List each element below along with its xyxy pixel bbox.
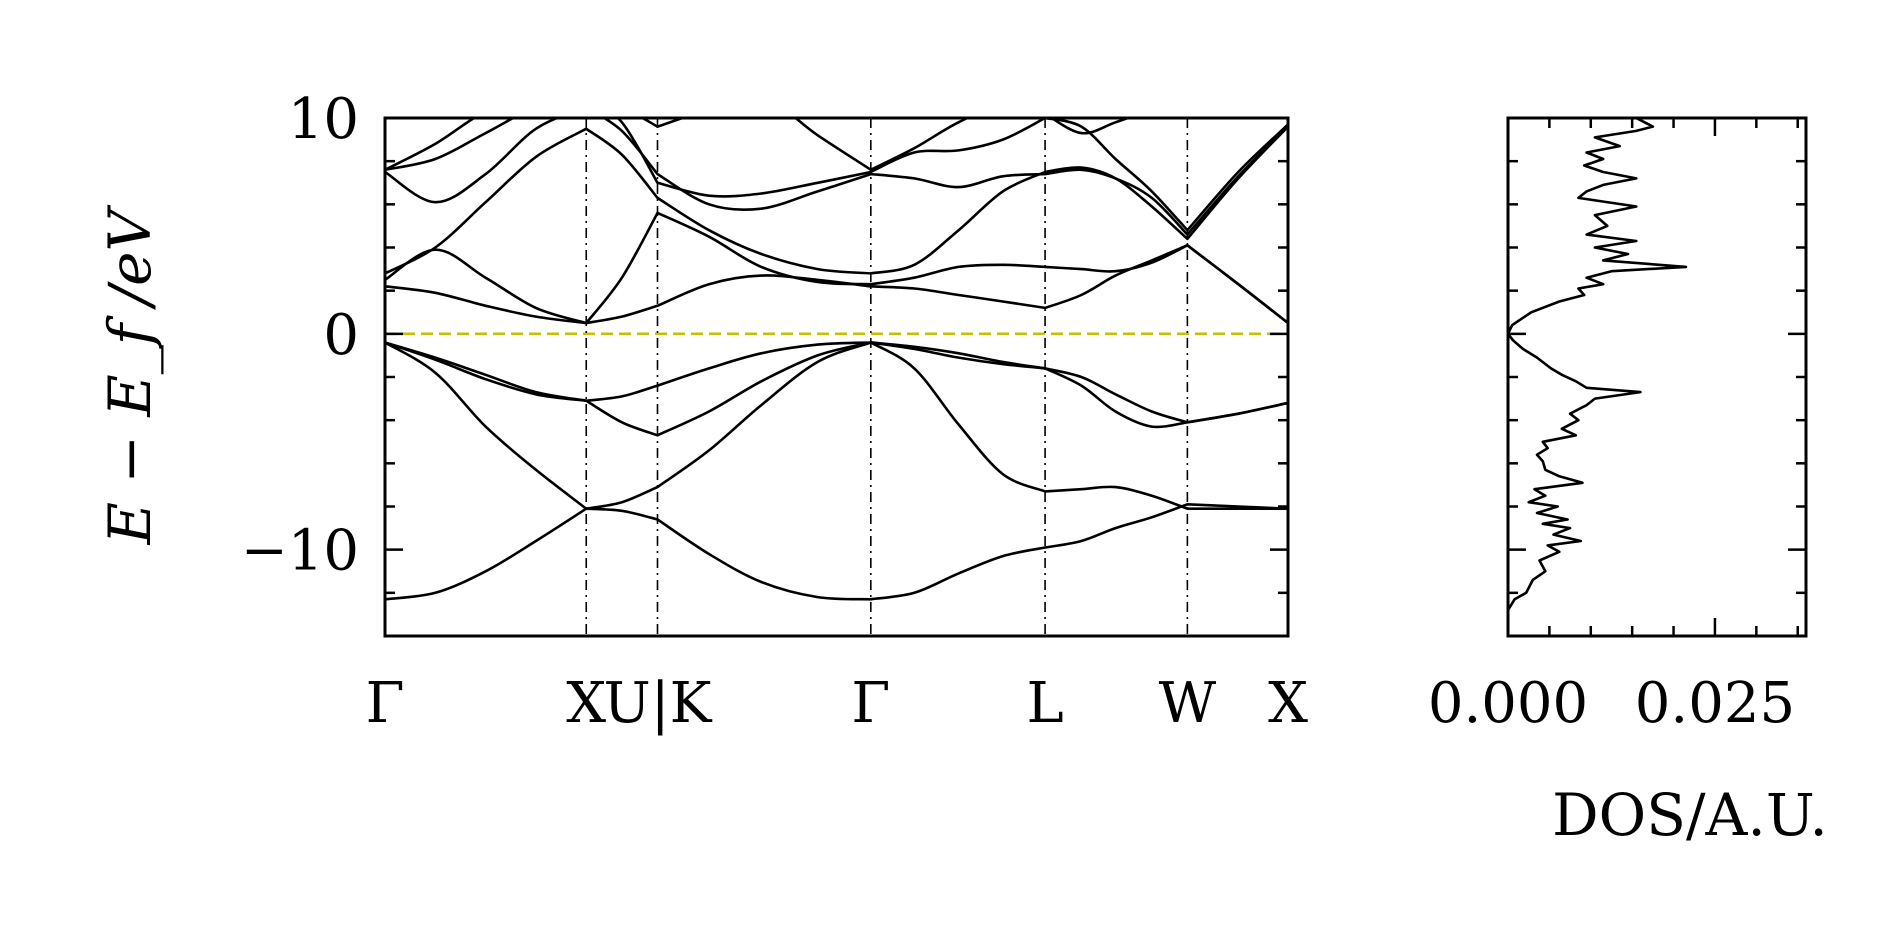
band-line-2 <box>385 341 1288 437</box>
dos-ticks <box>1506 116 1806 638</box>
band-line-6 <box>385 125 1288 275</box>
band-line-1 <box>385 341 1288 511</box>
y-tick-label: −10 <box>241 519 359 584</box>
dos-x-tick-label: 0.000 <box>1428 671 1588 736</box>
band-line-9 <box>385 118 1132 172</box>
k-point-label-1: X <box>566 671 606 736</box>
dos-x-tick-label: 0.025 <box>1635 671 1795 736</box>
k-point-label-0: Γ <box>366 671 405 736</box>
band-line-0 <box>385 503 1288 601</box>
band-y-tick-labels: −10 0 10 <box>241 87 359 584</box>
k-point-label-6: X <box>1268 671 1308 736</box>
k-point-label-2: U|K <box>604 671 713 736</box>
energy-axis-title: E − E_f /eV <box>96 204 164 545</box>
k-point-label-4: L <box>1026 671 1063 736</box>
dos-curve <box>1506 116 1688 636</box>
high-symmetry-lines <box>585 118 1189 636</box>
band-plot-frame <box>383 116 1290 638</box>
band-line-8 <box>385 118 1288 232</box>
k-point-label-3: Γ <box>851 671 890 736</box>
dos-axis-title: DOS/A.U. <box>1552 781 1828 849</box>
dos-x-tick-labels: 0.000 0.025 <box>1428 671 1795 736</box>
dos-panel: 0.000 0.025 DOS/A.U. <box>1428 116 1828 849</box>
band-lines <box>385 118 1288 601</box>
k-point-label-5: W <box>1159 671 1217 736</box>
band-line-4 <box>385 244 1288 325</box>
band-line-5 <box>385 211 1288 325</box>
band-line-7 <box>385 118 1288 236</box>
dos-plot-frame <box>1506 116 1808 638</box>
band-y-ticks <box>385 116 1288 638</box>
y-tick-label: 10 <box>288 87 359 152</box>
y-tick-label: 0 <box>323 303 359 368</box>
band-line-3 <box>385 341 1288 424</box>
